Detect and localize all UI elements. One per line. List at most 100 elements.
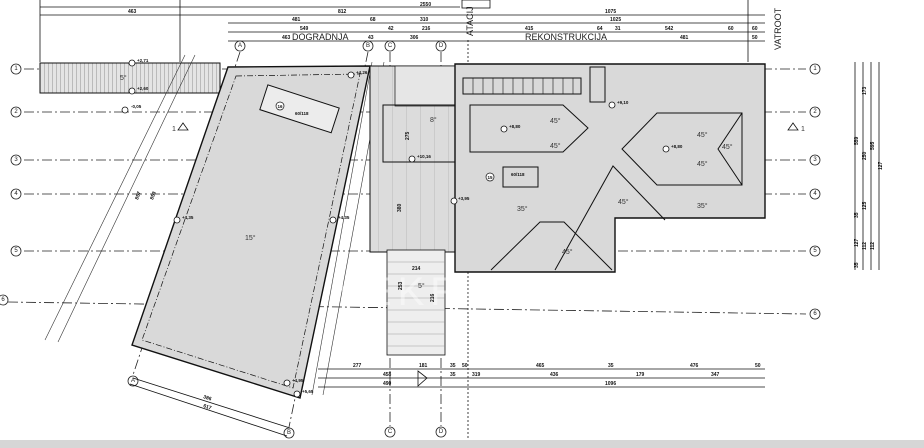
right-dimension-lines: [854, 62, 880, 270]
axis-label-4: 4: [813, 191, 817, 197]
elevation-label: -0,05: [131, 104, 142, 109]
elevation-label: +9,10: [617, 100, 629, 105]
local-dim: 275: [405, 131, 411, 140]
dim-top-total: 2550: [420, 2, 431, 8]
dim-bottom: 1096: [605, 381, 616, 387]
bottom-strip: [0, 440, 924, 448]
stair-roof: [386, 249, 446, 356]
dim-top: 64: [597, 26, 603, 32]
axis-label-6: 6: [813, 311, 817, 317]
axis-label-2: 2: [14, 109, 18, 115]
elevation-markers: [121, 59, 670, 398]
addition-roof: [131, 65, 371, 399]
zone-label-fire-wall: VATROOT: [773, 7, 783, 50]
hip-roof-left: [469, 104, 589, 153]
axis-label-4: 4: [14, 191, 18, 197]
axis-label-a: A: [131, 378, 135, 384]
slope-label: 45°: [550, 117, 561, 125]
dim-top: 60: [752, 26, 758, 32]
axis-label-a: A: [238, 43, 242, 49]
dim-top: 542: [665, 26, 674, 32]
slanted-dim: 617: [202, 403, 212, 411]
window-size: 60/118: [295, 111, 309, 116]
dim-top: 415: [525, 26, 534, 32]
dim-right: 112: [862, 242, 868, 250]
dim-right: 127: [854, 238, 860, 247]
dim-bottom: 50: [462, 363, 468, 369]
elevation-label: +8,80: [671, 144, 683, 149]
elevation-label: +2,60: [137, 86, 149, 91]
dim-top: 60: [728, 26, 734, 32]
slope-label: 35°: [697, 202, 708, 210]
dim-right: 125: [862, 201, 868, 210]
axis-label-3: 3: [14, 157, 18, 163]
elevation-label: +8,80: [509, 124, 521, 129]
dim-top: 549: [300, 26, 309, 32]
elevation-label: +4,35: [338, 215, 350, 220]
slope-label: 45°: [550, 142, 561, 150]
section-marker-left: [177, 122, 189, 131]
axis-label-5: 5: [813, 248, 817, 254]
axis-label-c: C: [388, 429, 393, 435]
slope-label: 8°: [430, 116, 437, 124]
parapet-area: [394, 65, 456, 107]
dim-top: 481: [680, 35, 689, 41]
axis-label-1: 1: [813, 66, 817, 72]
roof-window-15: [502, 166, 539, 188]
dim-top: 306: [410, 35, 419, 41]
watermark: NEKRETNINE: [330, 270, 648, 314]
dim-bottom: 436: [550, 372, 559, 378]
dim-top: 310: [420, 17, 429, 23]
local-dim: 214: [412, 266, 421, 272]
axis-label-1: 1: [14, 66, 18, 72]
slope-label: 5°: [418, 282, 425, 290]
dim-bottom: 35: [450, 372, 456, 378]
axis-label-d: D: [439, 43, 444, 49]
dim-right: 559: [854, 136, 860, 145]
section-marker-bottom: [417, 370, 428, 387]
slanted-dim: 857: [134, 191, 143, 201]
slope-label: 35°: [517, 205, 528, 213]
section-label: 1: [172, 126, 176, 133]
grid-axis-bubbles: [0, 40, 821, 439]
section-marker-right: [787, 122, 799, 131]
dim-top: 812: [338, 9, 347, 15]
elevation-label: +4,35: [182, 215, 194, 220]
dim-top: 1075: [605, 9, 616, 15]
existing-roof: [454, 63, 766, 273]
elevation-label: +4,95: [292, 378, 304, 383]
slope-label: 45°: [618, 198, 629, 206]
dim-bottom: 277: [353, 363, 362, 369]
axis-label-2: 2: [813, 109, 817, 115]
dim-bottom: 35: [608, 363, 614, 369]
slope-label: 45°: [562, 248, 573, 256]
axis-label-d: D: [439, 429, 444, 435]
window-tag: 16: [278, 104, 284, 109]
window-size: 60/118: [511, 172, 525, 177]
dim-top: 68: [370, 17, 376, 23]
hip-roof-right: [621, 112, 743, 186]
dim-bottom: 319: [472, 372, 481, 378]
top-dimension-lines: [39, 0, 765, 62]
chimney: [589, 66, 606, 103]
elevation-label: +10,16: [417, 154, 431, 159]
slope-label: 45°: [697, 131, 708, 139]
slope-label: 5°: [120, 74, 127, 82]
dim-top: 1025: [610, 17, 621, 23]
local-dim: 380: [397, 203, 403, 212]
elevation-label: +2,71: [137, 58, 149, 63]
axis-label-3: 3: [813, 157, 817, 163]
local-dim: 253: [398, 281, 404, 290]
slanted-dim: 386: [202, 394, 212, 402]
dim-bottom: 347: [711, 372, 720, 378]
dim-bottom: 50: [755, 363, 761, 369]
local-dim: 216: [430, 293, 436, 302]
solar-panels: [462, 77, 582, 95]
dim-right: 35: [854, 262, 860, 268]
slope-label: 15°: [245, 234, 256, 242]
axis-label-b: B: [287, 430, 291, 436]
dim-top: 463: [282, 35, 291, 41]
axis-label-b: B: [366, 43, 370, 49]
zone-label-vertical: ATACIJ: [465, 6, 475, 36]
window-tag: 15: [488, 175, 494, 180]
